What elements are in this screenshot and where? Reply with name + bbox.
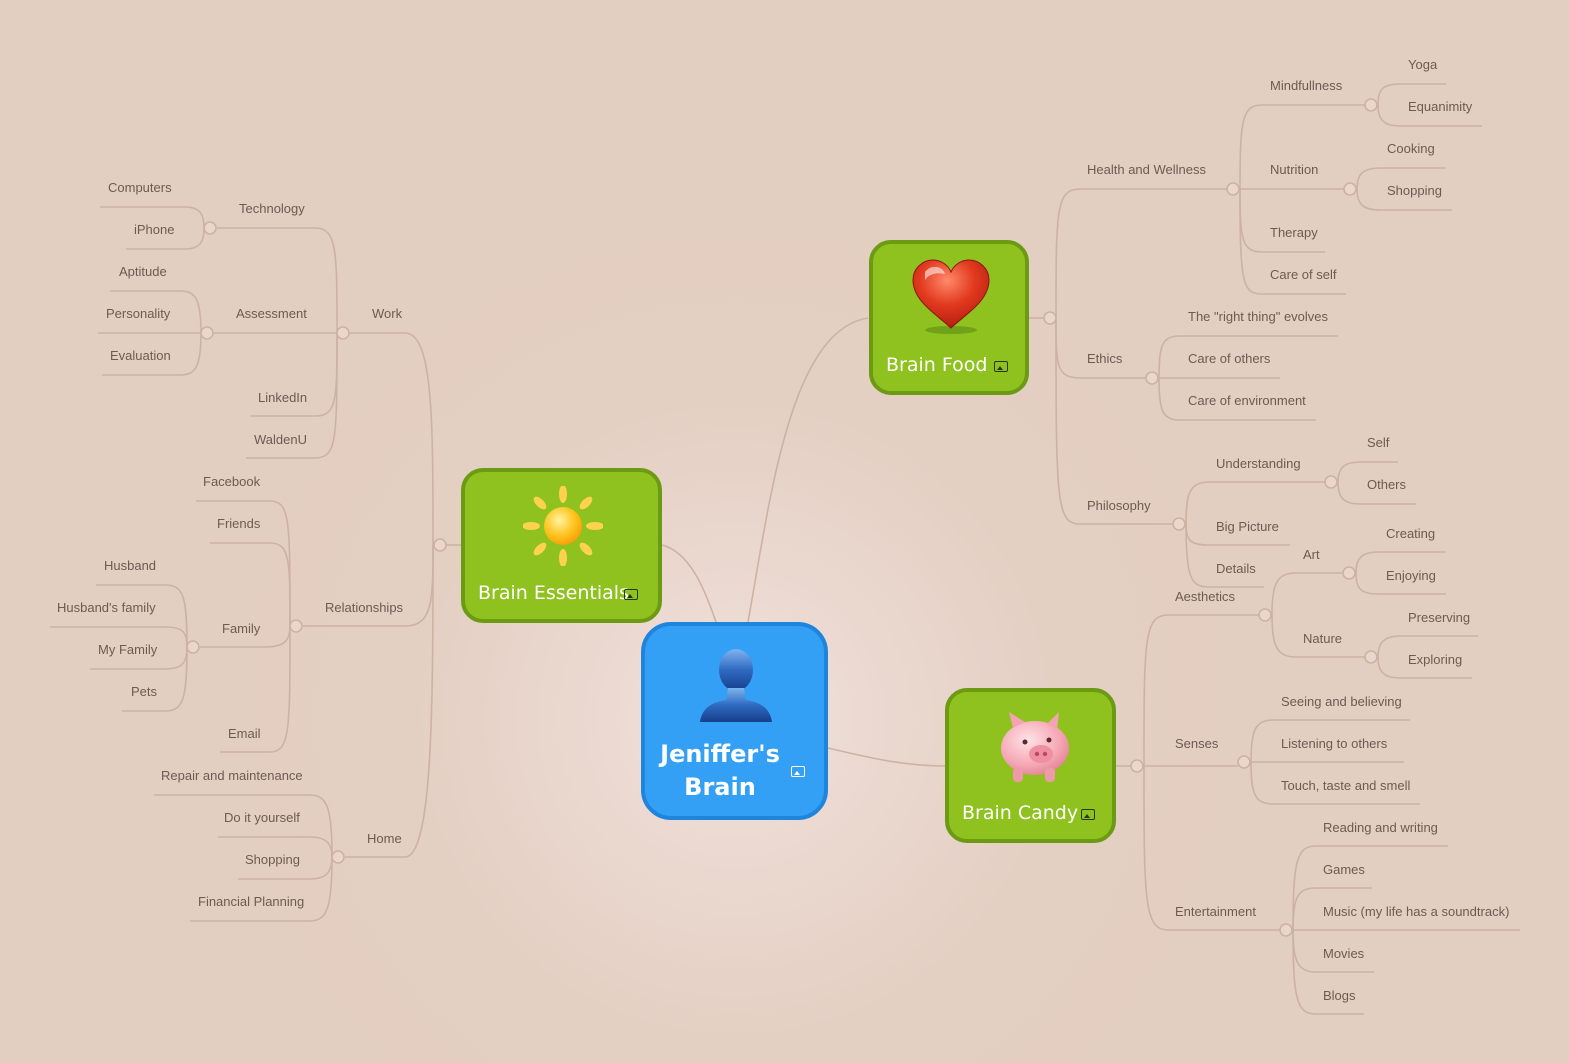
node-big-picture[interactable]: Big Picture <box>1216 519 1279 534</box>
node-iphone[interactable]: iPhone <box>134 222 175 237</box>
node-equanimity[interactable]: Equanimity <box>1408 99 1473 114</box>
node-aptitude[interactable]: Aptitude <box>119 264 167 279</box>
image-icon[interactable] <box>624 589 638 600</box>
image-icon[interactable] <box>1081 809 1095 820</box>
node-pets[interactable]: Pets <box>131 684 158 699</box>
node-others[interactable]: Others <box>1367 477 1407 492</box>
node-preserving[interactable]: Preserving <box>1408 610 1471 625</box>
piggy-bank-icon <box>1001 712 1069 782</box>
heart-icon <box>912 259 990 334</box>
node-exploring[interactable]: Exploring <box>1408 652 1463 667</box>
node-technology[interactable]: Technology <box>239 201 305 216</box>
node-care-of-environment[interactable]: Care of environment <box>1188 393 1306 408</box>
node-waldenu[interactable]: WaldenU <box>254 432 307 447</box>
node-touch-taste-smell[interactable]: Touch, taste and smell <box>1281 778 1411 793</box>
node-reading-writing[interactable]: Reading and writing <box>1323 820 1438 835</box>
node-email[interactable]: Email <box>228 726 261 741</box>
topic-brain-food[interactable]: Brain Food <box>869 240 1029 395</box>
node-linkedin[interactable]: LinkedIn <box>258 390 308 405</box>
node-mindfullness[interactable]: Mindfullness <box>1270 78 1343 93</box>
node-food-shopping[interactable]: Shopping <box>1387 183 1442 198</box>
node-games[interactable]: Games <box>1323 862 1365 877</box>
node-self[interactable]: Self <box>1367 435 1390 450</box>
node-movies[interactable]: Movies <box>1323 946 1365 961</box>
node-relationships[interactable]: Relationships <box>325 600 404 615</box>
node-ethics[interactable]: Ethics <box>1087 351 1123 366</box>
node-financial-planning[interactable]: Financial Planning <box>198 894 305 909</box>
node-aesthetics[interactable]: Aesthetics <box>1175 589 1235 604</box>
node-seeing-believing[interactable]: Seeing and believing <box>1281 694 1402 709</box>
node-care-of-others[interactable]: Care of others <box>1188 351 1271 366</box>
central-topic-title: Jeniffer's Brain <box>660 740 780 801</box>
topic-title: Brain Food <box>886 354 988 376</box>
node-do-it-yourself[interactable]: Do it yourself <box>224 810 300 825</box>
node-personality[interactable]: Personality <box>106 306 171 321</box>
node-husband[interactable]: Husband <box>104 558 157 573</box>
node-understanding[interactable]: Understanding <box>1216 456 1301 471</box>
node-repair-maintenance[interactable]: Repair and maintenance <box>161 768 303 783</box>
node-cooking[interactable]: Cooking <box>1387 141 1435 156</box>
topic-brain-candy[interactable]: Brain Candy <box>945 688 1116 843</box>
node-art[interactable]: Art <box>1303 547 1320 562</box>
node-philosophy[interactable]: Philosophy <box>1087 498 1151 513</box>
node-right-thing[interactable]: The "right thing" evolves <box>1188 309 1329 324</box>
node-facebook[interactable]: Facebook <box>203 474 261 489</box>
node-music[interactable]: Music (my life has a soundtrack) <box>1323 904 1510 919</box>
node-health-wellness[interactable]: Health and Wellness <box>1087 162 1206 177</box>
node-therapy[interactable]: Therapy <box>1270 225 1318 240</box>
node-yoga[interactable]: Yoga <box>1408 57 1438 72</box>
node-computers[interactable]: Computers <box>108 180 172 195</box>
node-husbands-family[interactable]: Husband's family <box>57 600 156 615</box>
image-icon[interactable] <box>994 361 1008 372</box>
person-silhouette-icon <box>700 649 772 722</box>
topic-brain-essentials[interactable]: Brain Essentials <box>461 468 662 623</box>
node-work[interactable]: Work <box>372 306 403 321</box>
node-care-of-self[interactable]: Care of self <box>1270 267 1337 282</box>
node-home[interactable]: Home <box>367 831 402 846</box>
node-evaluation[interactable]: Evaluation <box>110 348 171 363</box>
node-details[interactable]: Details <box>1216 561 1256 576</box>
node-nature[interactable]: Nature <box>1303 631 1343 646</box>
node-my-family[interactable]: My Family <box>98 642 158 657</box>
node-nutrition[interactable]: Nutrition <box>1270 162 1319 177</box>
node-friends[interactable]: Friends <box>217 516 261 531</box>
topic-title: Brain Candy <box>962 802 1079 824</box>
sun-icon <box>523 486 603 566</box>
node-assessment[interactable]: Assessment <box>236 306 307 321</box>
topic-title: Brain Essentials <box>478 582 629 604</box>
node-senses[interactable]: Senses <box>1175 736 1219 751</box>
central-topic-node[interactable]: Jeniffer's Brain <box>641 622 828 820</box>
node-family[interactable]: Family <box>222 621 261 636</box>
node-blogs[interactable]: Blogs <box>1323 988 1356 1003</box>
node-enjoying[interactable]: Enjoying <box>1386 568 1436 583</box>
image-icon[interactable] <box>791 766 805 777</box>
node-listening-others[interactable]: Listening to others <box>1281 736 1388 751</box>
node-home-shopping[interactable]: Shopping <box>245 852 300 867</box>
node-creating[interactable]: Creating <box>1386 526 1436 541</box>
node-entertainment[interactable]: Entertainment <box>1175 904 1256 919</box>
